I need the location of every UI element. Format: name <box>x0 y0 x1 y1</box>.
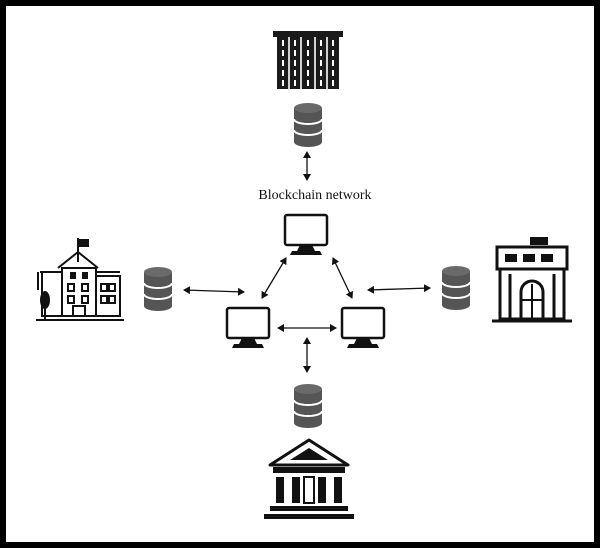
top-node-monitor-icon <box>283 213 329 257</box>
store-building-icon <box>492 237 572 323</box>
blockchain-network-label: Blockchain network <box>258 188 372 203</box>
left-database-icon <box>143 266 173 312</box>
arrow-left-db-to-left-node <box>183 286 245 296</box>
top-database-icon <box>293 102 323 148</box>
arrow-top-to-left-node <box>261 257 287 299</box>
bank-building-icon <box>264 438 354 519</box>
left-node-monitor-icon <box>225 306 271 350</box>
right-node-monitor-icon <box>340 306 386 350</box>
bottom-database-icon <box>293 383 323 429</box>
right-database-icon <box>441 265 471 311</box>
server-building-icon <box>273 31 343 89</box>
arrow-top-to-right-node <box>331 257 354 299</box>
school-building-icon <box>36 238 124 321</box>
arrow-right-node-to-right-db <box>367 284 431 294</box>
connections <box>183 151 431 373</box>
